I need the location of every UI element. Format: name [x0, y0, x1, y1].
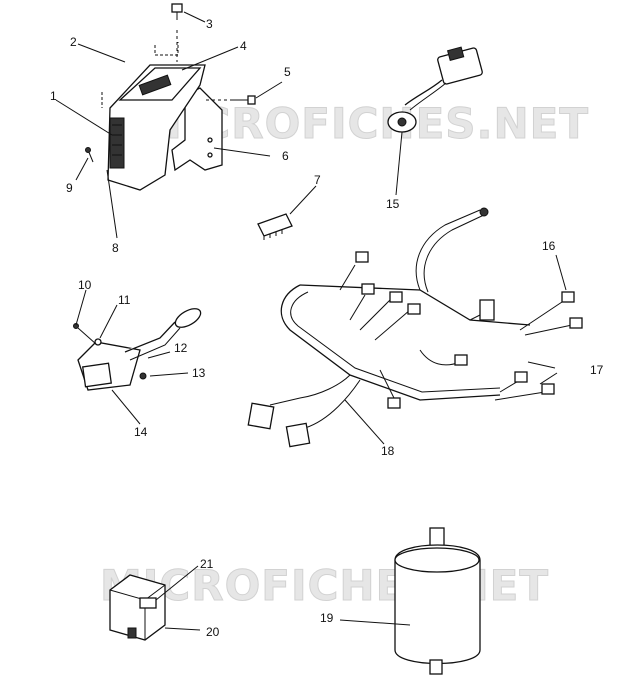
harness-relay-connector: [479, 299, 495, 321]
callouts: 1 2 3 4 5 6 7 8 9 10 11 12 13 14 15 16 1…: [50, 17, 604, 639]
callout-6: 6: [282, 149, 289, 163]
harness-plug-7: [514, 371, 528, 383]
harness-ring-terminal: [479, 207, 489, 217]
callout-20: 20: [206, 625, 220, 639]
harness-cable: [124, 321, 176, 353]
harness-plug-6: [387, 397, 401, 409]
callout-7: 7: [314, 173, 321, 187]
screw-5: [247, 95, 256, 105]
screw-9: [85, 147, 91, 153]
filter-outlet: [429, 659, 443, 675]
callout-5: 5: [284, 65, 291, 79]
relay-terminal-21: [139, 597, 157, 609]
callout-21: 21: [200, 557, 214, 571]
harness-plug-16: [561, 291, 575, 303]
washer-13: [139, 372, 147, 380]
sensor-harness-14: [73, 308, 202, 391]
harness-connector-b: [285, 422, 311, 448]
bracket-hole-2: [207, 152, 213, 158]
harness-plug-8: [541, 383, 555, 395]
harness-main-trunk: [280, 284, 501, 401]
sensor-15: [387, 46, 483, 133]
callout-15: 15: [386, 197, 400, 211]
ecu-module: [85, 3, 256, 191]
ecu-label-plate: [138, 74, 172, 96]
bracket-hole-1: [207, 137, 213, 143]
callout-16: 16: [542, 239, 556, 253]
harness-sensor-tip: [174, 308, 202, 328]
leader-lines: [55, 11, 567, 631]
harness-plug-1: [355, 251, 369, 263]
callout-8: 8: [112, 241, 119, 255]
clip-11: [94, 338, 102, 346]
harness-plug-3: [389, 291, 403, 303]
callout-4: 4: [240, 39, 247, 53]
chip-7: [257, 213, 293, 240]
fuel-filter-19: [394, 527, 481, 675]
chip-body: [257, 213, 293, 237]
bolt-3: [171, 3, 183, 13]
watermark-bottom: MICROFICHES.NET: [100, 561, 549, 610]
callout-14: 14: [134, 425, 148, 439]
harness-plug-9: [569, 317, 583, 329]
callout-2: 2: [70, 35, 77, 49]
harness-connector-a: [247, 402, 275, 430]
callout-13: 13: [192, 366, 206, 380]
callout-17: 17: [590, 363, 604, 377]
callout-10: 10: [78, 278, 92, 292]
ecu-bracket: [171, 87, 223, 172]
harness-plug-5: [454, 354, 468, 366]
callout-18: 18: [381, 444, 395, 458]
harness-plug-2: [361, 283, 375, 295]
callout-11: 11: [118, 293, 131, 307]
sensor-wire: [404, 79, 443, 106]
filter-top: [394, 547, 480, 573]
callout-1: 1: [50, 89, 57, 103]
relay-body: [109, 574, 166, 641]
callout-9: 9: [66, 181, 73, 195]
harness-plug-4: [407, 303, 421, 315]
callout-19: 19: [320, 611, 334, 625]
wire-harness-18: [247, 207, 583, 448]
relay-20: [109, 574, 166, 641]
callout-12: 12: [174, 341, 188, 355]
filter-body: [394, 544, 481, 665]
callout-3: 3: [206, 17, 213, 31]
